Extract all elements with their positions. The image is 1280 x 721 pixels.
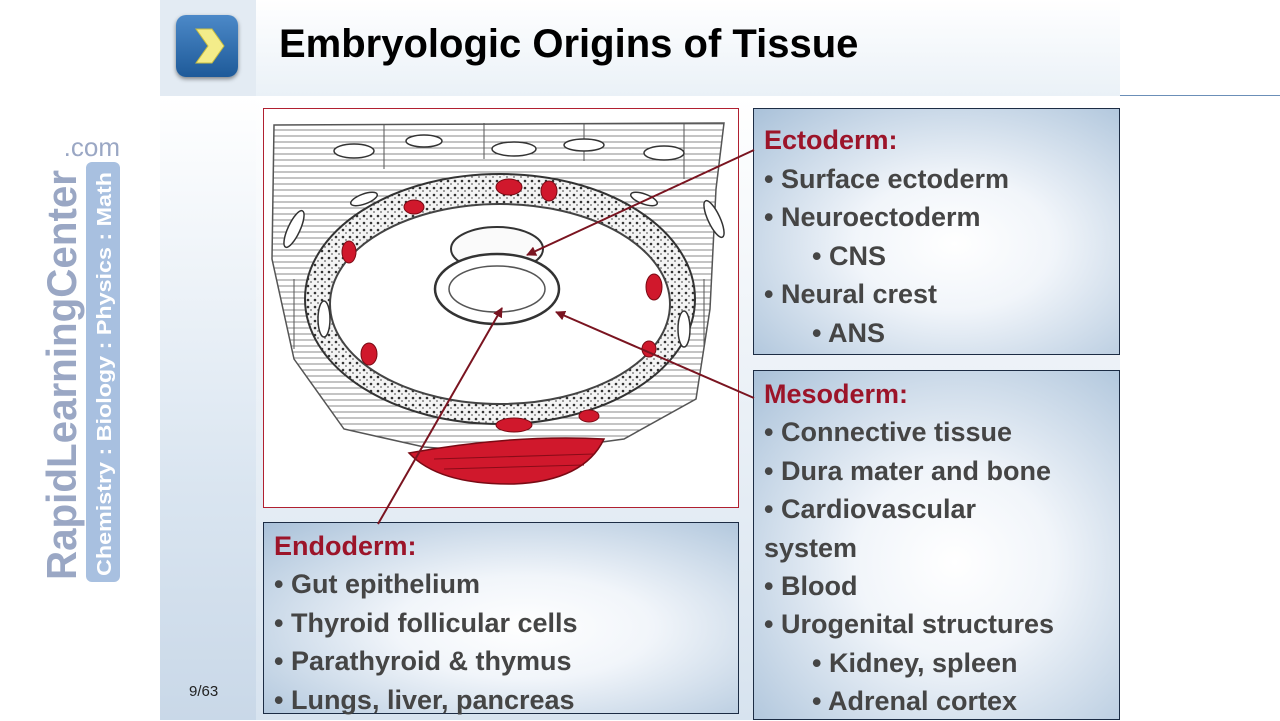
brand-subjects-bg: [86, 162, 120, 582]
notochord: [433, 252, 561, 326]
content-left-strip: [160, 96, 256, 720]
brand-subjects: Chemistry : Biology : Physics : Math: [94, 172, 116, 576]
chevron-right-icon: [195, 28, 225, 64]
mesoderm-item: • Connective tissue: [764, 417, 1013, 448]
endoderm-item: • Gut epithelium: [274, 569, 480, 600]
mesoderm-item: • Blood: [764, 570, 858, 601]
brand-logo: .com RapidLearningCenter Chemistry : Bio…: [38, 132, 120, 582]
mesoderm-item: • Cardiovascular: [764, 494, 977, 525]
left-margin: [0, 0, 160, 720]
slide-title: Embryologic Origins of Tissue: [279, 22, 859, 66]
mesoderm-callout: Mesoderm: • Connective tissue • Dura mat…: [753, 370, 1120, 720]
endoderm-item: • Lungs, liver, pancreas: [274, 684, 575, 715]
mesoderm-subitem: • Kidney, spleen: [812, 647, 1018, 678]
embryo-cross-section-figure: [263, 108, 739, 508]
endoderm-callout: Endoderm: • Gut epithelium • Thyroid fol…: [263, 522, 739, 715]
mesoderm-heading: Mesoderm:: [764, 379, 909, 409]
ectoderm-item: • Neural crest: [764, 279, 938, 309]
ectoderm-callout: Ectoderm: • Surface ectoderm • Neuroecto…: [753, 108, 1120, 355]
mesoderm-item: • Urogenital structures: [764, 609, 1055, 640]
header-divider: [1120, 95, 1280, 96]
brand-name: RapidLearningCenter: [38, 170, 85, 580]
page-number: 9/63: [189, 683, 219, 700]
endoderm-item: • Thyroid follicular cells: [274, 607, 578, 638]
ectoderm-subitem: • CNS: [812, 240, 886, 271]
ectoderm-subitem: • ANS: [812, 317, 885, 348]
ectoderm-item: • Surface ectoderm: [764, 163, 1010, 194]
mesoderm-item: • Dura mater and bone: [764, 455, 1052, 486]
ectoderm-item: • Neuroectoderm: [764, 202, 981, 232]
endoderm-heading: Endoderm:: [274, 531, 417, 561]
next-slide-button[interactable]: [176, 15, 238, 77]
endoderm-item: • Parathyroid & thymus: [274, 646, 572, 677]
mesoderm-subitem: • Adrenal cortex: [812, 686, 1018, 717]
header-bar: [160, 0, 1120, 96]
ectoderm-heading: Ectoderm:: [764, 125, 898, 155]
mesoderm-item-continuation: system: [764, 532, 858, 563]
brand-domain: .com: [64, 132, 120, 162]
